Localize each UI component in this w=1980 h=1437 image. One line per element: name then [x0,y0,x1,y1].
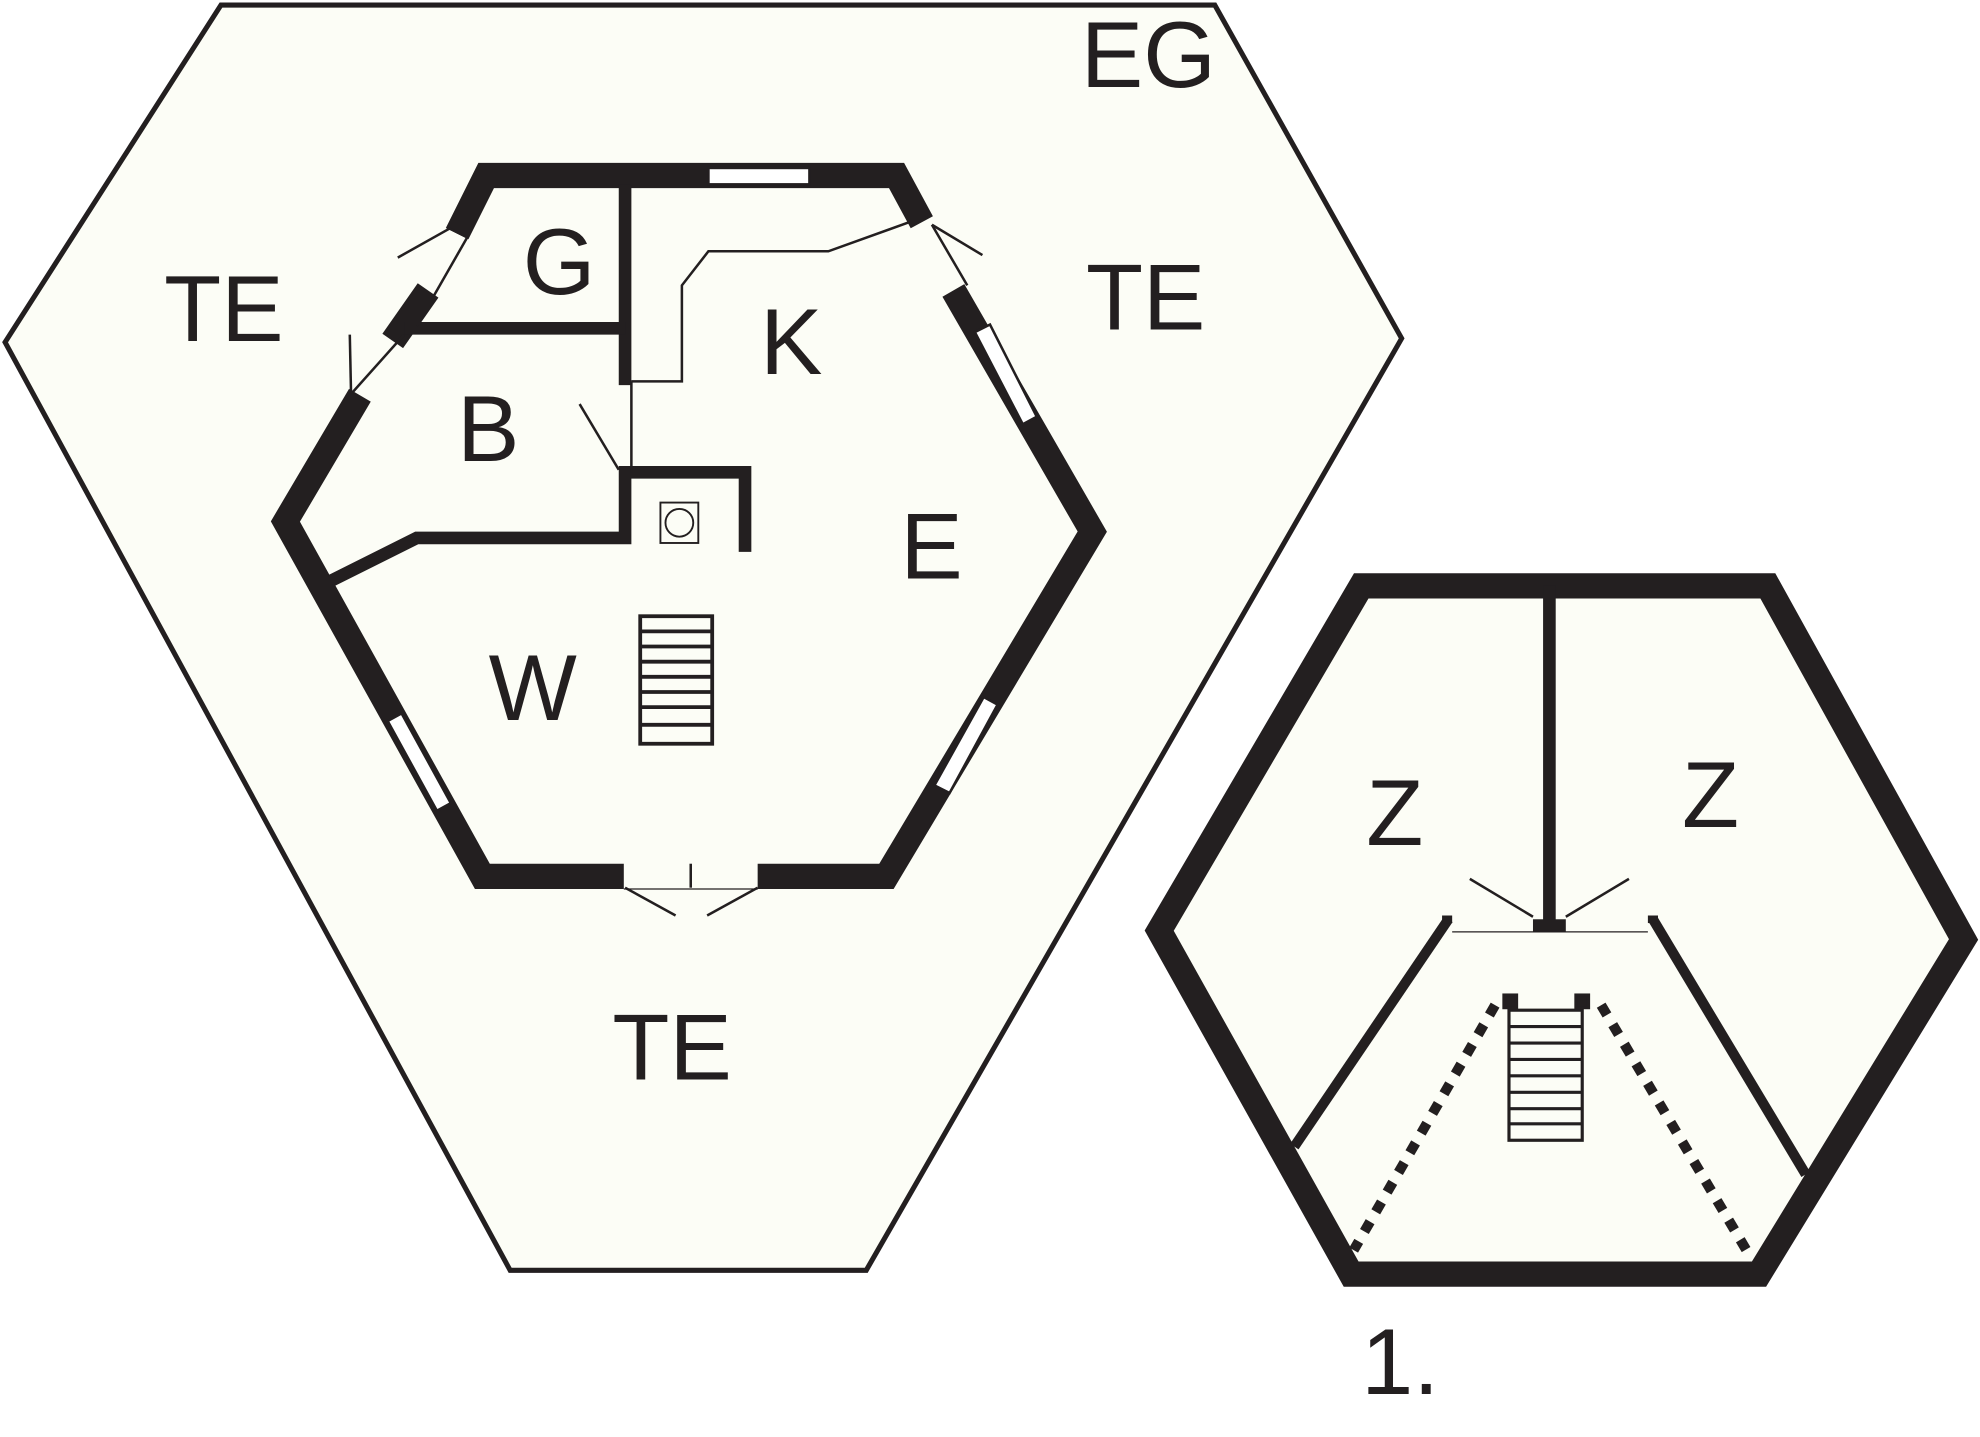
room-label-garage: G [523,209,596,314]
terrace-label-left: TE [164,256,283,361]
room-label-e: E [900,493,962,598]
upper-floor-building [1144,573,1979,1287]
room-label-z-right: Z [1682,742,1739,847]
room-label-bath: B [457,376,519,481]
staircase-icon [1502,993,1591,1142]
stove-icon [659,501,700,544]
window [973,322,1039,427]
level-label-upper: 1. [1361,1309,1439,1414]
window [707,166,811,186]
terrace-label-right: TE [1086,245,1205,350]
room-label-living: W [489,635,577,740]
ground-floor-building [270,162,1107,917]
staircase-icon [638,614,715,746]
room-label-z-left: Z [1366,760,1423,865]
room-label-kitchen: K [760,289,822,394]
level-label-ground: EG [1081,2,1216,107]
window [385,711,453,813]
window [932,695,1000,795]
terrace-label-bottom: TE [612,995,731,1100]
